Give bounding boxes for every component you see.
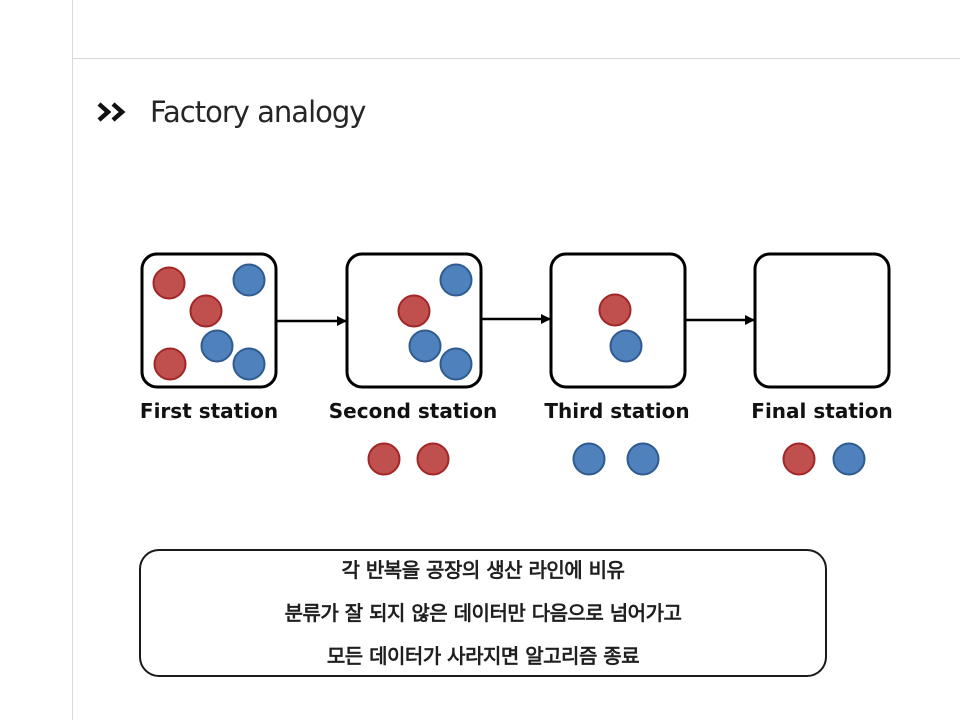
blue-data-point <box>232 347 266 381</box>
blue-data-point <box>232 263 266 297</box>
blue-data-point <box>439 347 473 381</box>
red-removed-point <box>416 442 450 476</box>
blue-data-point <box>609 329 643 363</box>
station-label-third: Third station <box>544 399 690 423</box>
blue-removed-point <box>626 442 660 476</box>
blue-data-point <box>439 263 473 297</box>
blue-removed-point <box>572 442 606 476</box>
note-line-2: 분류가 잘 되지 않은 데이터만 다음으로 넘어가고 <box>284 600 682 625</box>
red-data-point <box>189 294 223 328</box>
section-heading: Factory analogy <box>96 92 366 132</box>
station-label-second: Second station <box>328 399 498 423</box>
station-label-final: Final station <box>751 399 893 423</box>
note-box: 각 반복을 공장의 생산 라인에 비유 분류가 잘 되지 않은 데이터만 다음으… <box>139 549 827 677</box>
red-removed-point <box>782 442 816 476</box>
blue-data-point <box>408 329 442 363</box>
header-divider <box>72 58 960 59</box>
left-border-line <box>72 0 73 720</box>
blue-removed-point <box>832 442 866 476</box>
red-removed-point <box>367 442 401 476</box>
red-data-point <box>153 347 187 381</box>
page-title: Factory analogy <box>150 95 366 129</box>
red-data-point <box>152 266 186 300</box>
station-label-first: First station <box>139 399 279 423</box>
note-line-1: 각 반복을 공장의 생산 라인에 비유 <box>341 557 625 582</box>
red-data-point <box>397 294 431 328</box>
red-data-point <box>598 293 632 327</box>
note-line-3: 모든 데이터가 사라지면 알고리즘 종료 <box>326 643 640 668</box>
blue-data-point <box>200 329 234 363</box>
double-chevron-right-icon <box>97 102 126 122</box>
station-box-final <box>753 252 891 389</box>
